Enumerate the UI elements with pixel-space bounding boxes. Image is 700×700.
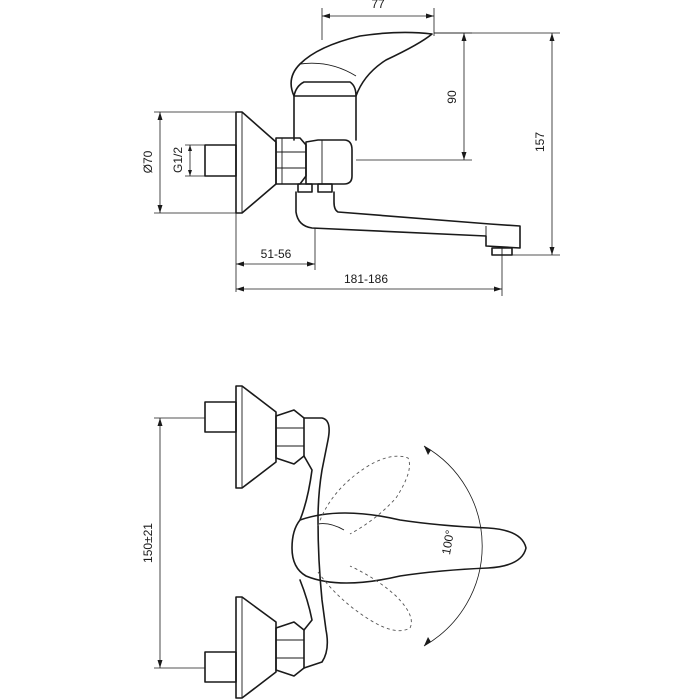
- dim-157-label: 157: [533, 132, 547, 152]
- lever-ghost-upper: [317, 455, 410, 535]
- lower-flange: [204, 596, 305, 699]
- dim-77-label: 77: [371, 0, 385, 11]
- dimension-g12: G1/2: [171, 144, 205, 177]
- upper-flange: [204, 385, 305, 489]
- dimension-181-186: 181-186: [236, 255, 503, 296]
- dim-90-label: 90: [445, 90, 459, 104]
- wall-flange: [235, 111, 277, 214]
- lever-ghost-lower: [317, 565, 412, 632]
- dimension-157: 157: [434, 32, 560, 256]
- hex-nut: [275, 137, 307, 185]
- lever-top: [291, 512, 527, 584]
- top-view: 100° 150±21: [141, 385, 527, 699]
- dim-total-length-label: 181-186: [344, 272, 388, 286]
- dim-angle-label: 100°: [439, 529, 457, 556]
- mixer-body-top: [303, 417, 330, 669]
- mixer-body: [293, 81, 357, 185]
- dimension-diameter-70: Ø70: [141, 111, 236, 214]
- inlet-stub: [204, 144, 237, 177]
- lever-handle: [290, 31, 433, 97]
- dimension-77: 77: [321, 0, 435, 40]
- dim-diameter-label: Ø70: [141, 150, 155, 173]
- dim-wall-offset-label: 51-56: [261, 247, 292, 261]
- dimension-150: 150±21: [141, 417, 205, 669]
- dimension-90: 90: [356, 32, 472, 161]
- angle-100: 100°: [423, 445, 483, 647]
- spout: [295, 191, 521, 256]
- side-view: 77 90 157 Ø70: [141, 0, 560, 296]
- dim-center-distance-label: 150±21: [141, 523, 155, 563]
- dim-thread-label: G1/2: [171, 147, 185, 173]
- dimension-51-56: 51-56: [235, 213, 316, 292]
